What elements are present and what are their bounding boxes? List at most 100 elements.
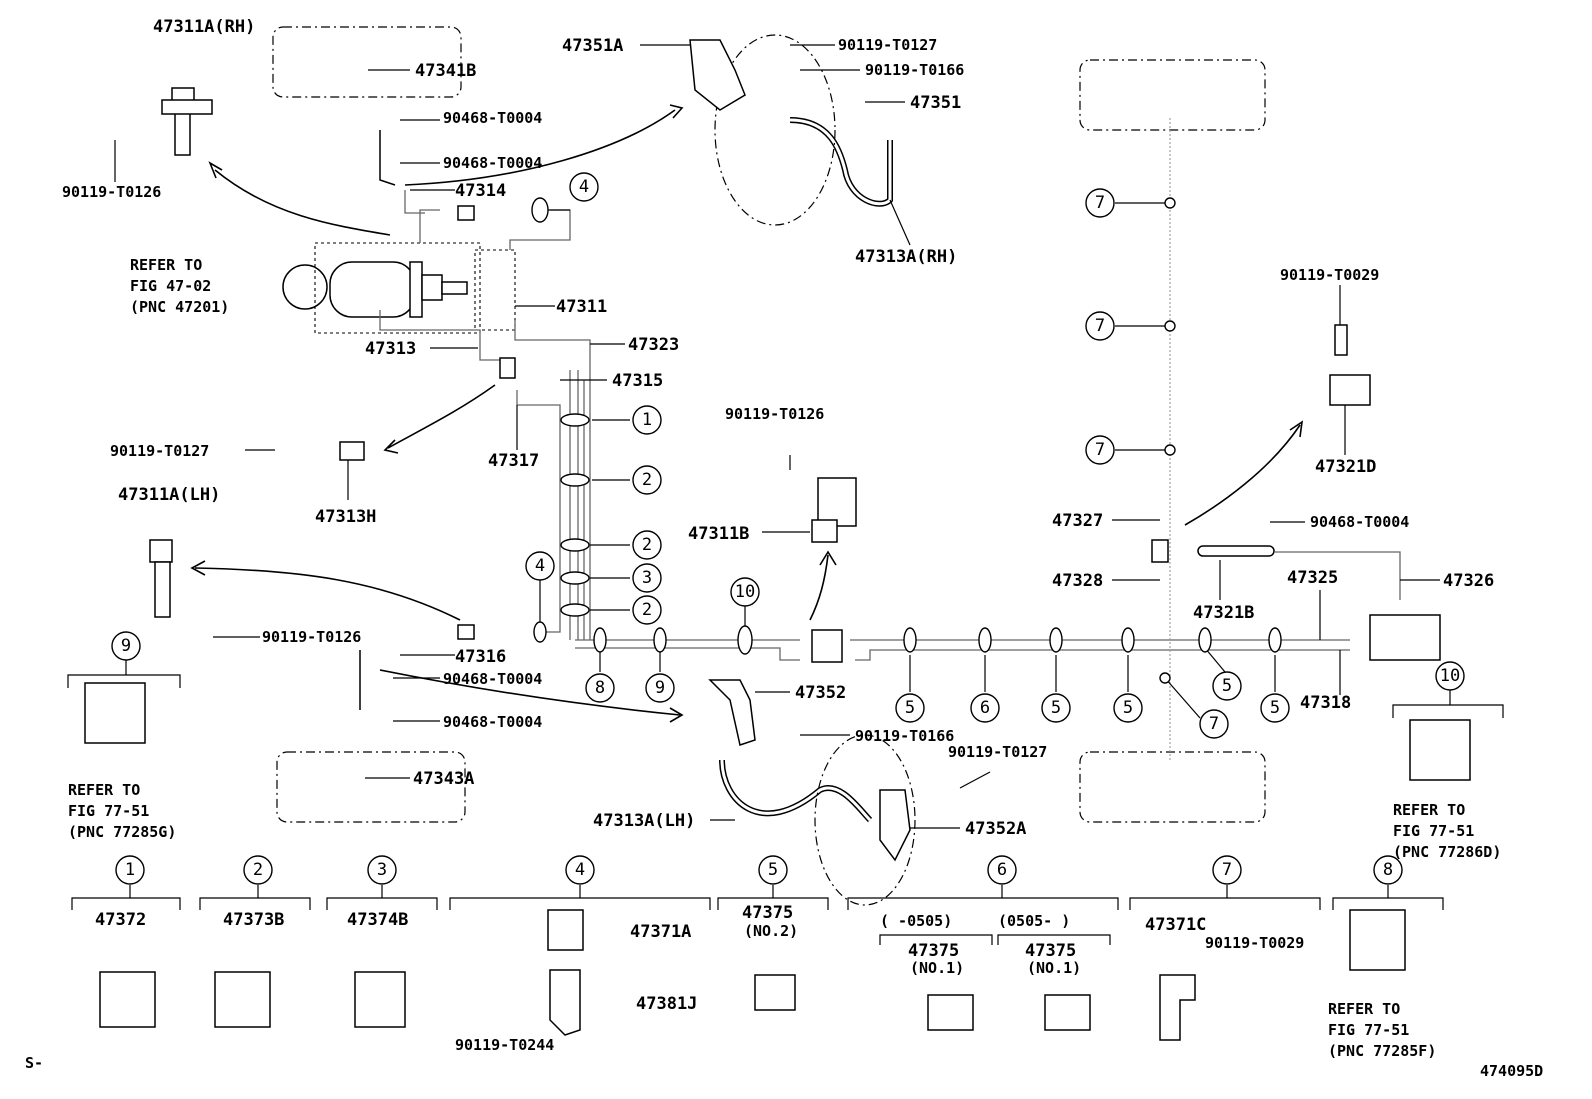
- svg-text:2: 2: [253, 860, 263, 880]
- callout-9-left: 9: [111, 631, 141, 661]
- key-callout-1: 1: [115, 855, 145, 885]
- svg-text:6: 6: [980, 698, 990, 718]
- label-47311a-rh: 47311A(RH): [153, 17, 255, 37]
- label-47313: 47313: [365, 339, 416, 359]
- label-47351: 47351: [910, 93, 961, 113]
- svg-text:9: 9: [655, 678, 665, 698]
- label-47375-b: 47375: [1025, 941, 1076, 961]
- label-90468-t0004-4: 90468-T0004: [443, 713, 542, 731]
- label-47371a: 47371A: [630, 922, 691, 942]
- callout-10-right: 10: [1435, 661, 1465, 691]
- label-47373b: 47373B: [223, 910, 284, 930]
- label-47374b: 47374B: [347, 910, 408, 930]
- label-47381j: 47381J: [636, 994, 697, 1014]
- label-47321d: 47321D: [1315, 457, 1376, 477]
- label-90119-t0166-b: 90119-T0166: [855, 727, 954, 745]
- label-90119-t0244: 90119-T0244: [455, 1036, 554, 1054]
- callout-8: 8: [585, 673, 615, 703]
- label-90119-t0126-a: 90119-T0126: [62, 183, 161, 201]
- label-47311: 47311: [556, 297, 607, 317]
- key-callout-3: 3: [367, 855, 397, 885]
- refer-notes: REFER TO FIG 47-02 (PNC 47201) REFER TO …: [68, 256, 1501, 1060]
- key-callout-8: 8: [1373, 855, 1403, 885]
- callout-5-d: 5: [1212, 671, 1242, 701]
- callout-5-b: 5: [1041, 693, 1071, 723]
- label-47321b: 47321B: [1193, 603, 1254, 623]
- ghost-frames: [272, 26, 1266, 823]
- refer-clip10-line1: REFER TO: [1393, 801, 1465, 819]
- part-labels: 47311A(RH) 47341B 90468-T0004 90468-T000…: [25, 17, 1543, 1080]
- label-47325: 47325: [1287, 568, 1338, 588]
- label-47318: 47318: [1300, 693, 1351, 713]
- callout-2-c: 2: [632, 595, 662, 625]
- label-no1-a: (NO.1): [910, 959, 964, 977]
- callout-5-a: 5: [895, 693, 925, 723]
- label-47351a: 47351A: [562, 36, 623, 56]
- callout-7-a: 7: [1085, 188, 1115, 218]
- key-callout-6: 6: [987, 855, 1017, 885]
- svg-text:5: 5: [1270, 698, 1280, 718]
- svg-text:7: 7: [1095, 193, 1105, 213]
- svg-text:7: 7: [1222, 860, 1232, 880]
- svg-text:4: 4: [579, 177, 589, 197]
- flex-hoses: [714, 34, 916, 906]
- leader-lines: [114, 44, 1440, 829]
- callout-6: 6: [970, 693, 1000, 723]
- key-callout-5: 5: [758, 855, 788, 885]
- svg-text:3: 3: [642, 568, 652, 588]
- key-callout-4: 4: [565, 855, 595, 885]
- callout-5-e: 5: [1260, 693, 1290, 723]
- clip-markers: [531, 197, 1282, 684]
- refer-clip8-line1: REFER TO: [1328, 1000, 1400, 1018]
- key-clip-glyphs: [84, 682, 1471, 1041]
- svg-text:6: 6: [997, 860, 1007, 880]
- label-no2: (NO.2): [744, 922, 798, 940]
- callouts: 4 1 2 2 3 2 4 10 8 9 5 6 5 5 5 5 7 7 7 7…: [111, 172, 1465, 885]
- small-parts: [149, 39, 1441, 862]
- svg-text:2: 2: [642, 600, 652, 620]
- svg-text:4: 4: [535, 556, 545, 576]
- label-47326: 47326: [1443, 571, 1494, 591]
- svg-text:9: 9: [121, 636, 131, 656]
- svg-text:5: 5: [1222, 676, 1232, 696]
- label-47328: 47328: [1052, 571, 1103, 591]
- label-47317: 47317: [488, 451, 539, 471]
- callout-7-b: 7: [1085, 311, 1115, 341]
- label-47352a: 47352A: [965, 819, 1026, 839]
- callout-7-c: 7: [1085, 435, 1115, 465]
- refer-master-line1: REFER TO: [130, 256, 202, 274]
- label-47315: 47315: [612, 371, 663, 391]
- svg-text:8: 8: [595, 678, 605, 698]
- label-47323: 47323: [628, 335, 679, 355]
- refer-clip9-line1: REFER TO: [68, 781, 140, 799]
- svg-text:7: 7: [1095, 440, 1105, 460]
- svg-text:10: 10: [1440, 666, 1460, 686]
- label-90119-t0126-b: 90119-T0126: [262, 628, 361, 646]
- svg-text:8: 8: [1383, 860, 1393, 880]
- svg-text:5: 5: [768, 860, 778, 880]
- callout-5-c: 5: [1113, 693, 1143, 723]
- svg-text:4: 4: [575, 860, 585, 880]
- refer-master-line3: (PNC 47201): [130, 298, 229, 316]
- corner-right: 474095D: [1480, 1062, 1543, 1080]
- label-47313a-rh: 47313A(RH): [855, 247, 957, 267]
- refer-clip9-line3: (PNC 77285G): [68, 823, 176, 841]
- svg-text:3: 3: [377, 860, 387, 880]
- label-47311a-lh: 47311A(LH): [118, 485, 220, 505]
- callout-2-b: 2: [632, 530, 662, 560]
- callout-4-mid: 4: [525, 551, 555, 581]
- label-47313a-lh: 47313A(LH): [593, 811, 695, 831]
- callout-10-mid: 10: [730, 577, 760, 607]
- callout-1: 1: [632, 405, 662, 435]
- label-47327: 47327: [1052, 511, 1103, 531]
- callout-7-d: 7: [1199, 709, 1229, 739]
- svg-text:5: 5: [1123, 698, 1133, 718]
- label-range-b: (0505- ): [998, 912, 1070, 930]
- label-47375-a: 47375: [908, 941, 959, 961]
- refer-clip8-line3: (PNC 77285F): [1328, 1042, 1436, 1060]
- label-47314: 47314: [455, 181, 506, 201]
- label-90119-t0166-a: 90119-T0166: [865, 61, 964, 79]
- callout-9-mid: 9: [645, 673, 675, 703]
- label-47311b: 47311B: [688, 524, 749, 544]
- label-47372: 47372: [95, 910, 146, 930]
